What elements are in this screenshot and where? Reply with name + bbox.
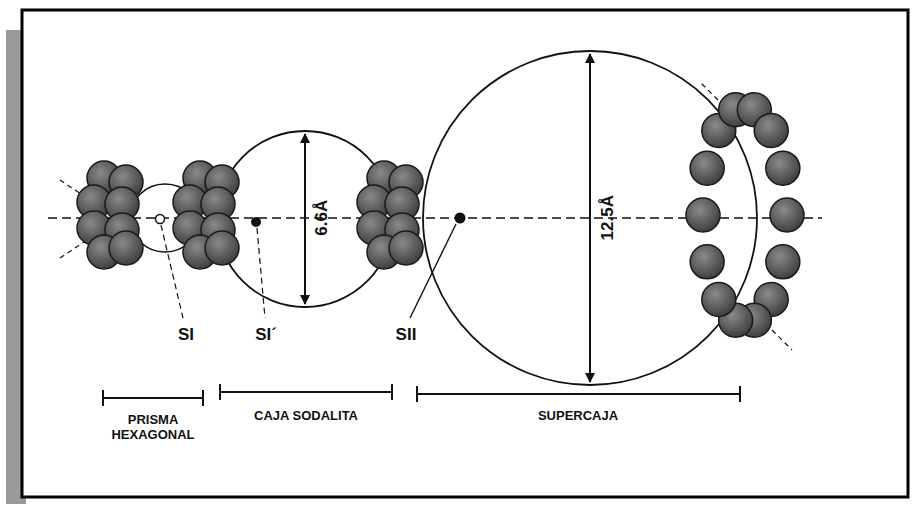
- site-dot: [251, 217, 261, 227]
- atom: [389, 231, 423, 265]
- leader-line: [161, 225, 183, 318]
- ring-axis: [700, 82, 718, 100]
- atom: [770, 198, 804, 232]
- region-label: SUPERCAJA: [538, 409, 618, 424]
- region-label: PRISMA HEXAGONAL: [98, 413, 208, 443]
- site-label: SI´: [255, 325, 277, 345]
- frame-shadow: [6, 30, 22, 502]
- atom: [766, 245, 800, 279]
- dimension-label: 12.5Å: [598, 195, 618, 240]
- frame: [22, 10, 908, 497]
- dimension-arrow: [304, 134, 306, 304]
- site-dot: [156, 215, 165, 224]
- site-dot: [455, 213, 466, 224]
- atom: [702, 282, 736, 316]
- leader-line: [257, 228, 265, 318]
- dimension-arrow: [589, 54, 591, 382]
- atom: [690, 245, 724, 279]
- atom-rings: [60, 82, 804, 350]
- dimension-label: 6.6Å: [312, 200, 332, 236]
- region-label: CAJA SODALITA: [254, 409, 358, 424]
- atom: [686, 198, 720, 232]
- atom: [109, 231, 143, 265]
- atom: [754, 114, 788, 148]
- site-label: SII: [396, 325, 417, 345]
- atom: [205, 231, 239, 265]
- sodalite-cage: [217, 131, 393, 307]
- atom: [766, 151, 800, 185]
- atom: [690, 151, 724, 185]
- ring-axis: [772, 330, 792, 350]
- site-label: SI: [178, 325, 194, 345]
- leader-line: [410, 224, 456, 318]
- brackets: [103, 384, 740, 406]
